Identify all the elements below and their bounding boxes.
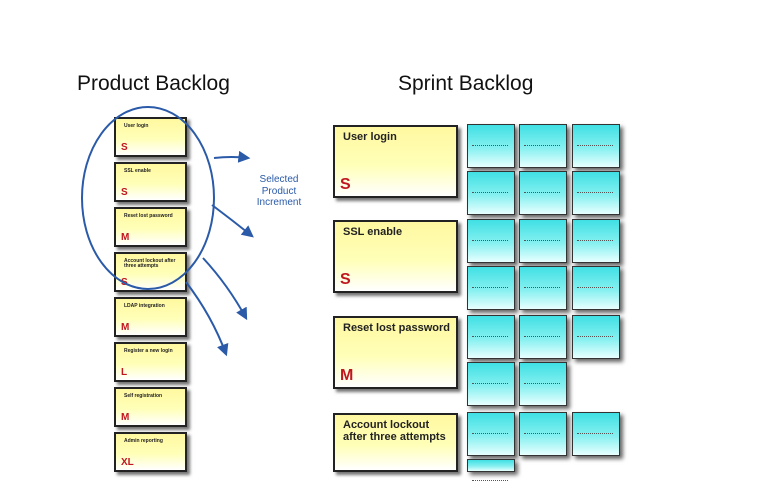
arrow [202,257,248,321]
task-card [572,219,620,263]
story-label: SSL enable [124,168,151,174]
story-size: M [121,322,130,333]
annotation-line: Product [261,185,297,197]
task-card [519,412,567,456]
task-card [519,219,567,263]
task-card [572,124,620,168]
selection-ellipse [81,106,215,290]
task-card [572,171,620,215]
story-size: S [340,176,351,193]
task-card [467,219,515,263]
product-backlog-card: SSL enable S [114,162,187,202]
story-size: S [121,142,128,153]
product-backlog-card: Register a new login L [114,342,187,382]
annotation-line: Increment [256,197,302,208]
story-label: Reset lost password [124,213,173,219]
task-card [572,315,620,359]
task-card [519,362,567,406]
story-size: M [121,412,130,423]
product-backlog-card: Self registration M [114,387,187,427]
sprint-story-card: Reset lost password M [333,316,458,389]
story-size: XL [121,457,134,468]
story-size: S [340,271,351,288]
task-card [467,412,515,456]
story-label: Account lockout after three attempts [343,419,446,443]
product-backlog-card: Admin reporting XL [114,432,187,472]
story-label: Register a new login [124,348,173,354]
task-card [519,266,567,310]
task-card [467,171,515,215]
arrow [213,150,251,163]
story-size: M [121,232,130,243]
arrow [185,281,229,357]
story-label: SSL enable [343,226,403,238]
selected-increment-annotation: Selected Product Increment [238,174,320,209]
story-label: User login [124,123,149,129]
task-card [519,315,567,359]
story-label: Self registration [124,393,163,399]
story-size: L [121,367,128,378]
sprint-story-card: SSL enable S [333,220,458,293]
task-card [572,412,620,456]
task-card [519,124,567,168]
task-card [519,171,567,215]
product-backlog-card: Reset lost password M [114,207,187,247]
story-label: Account lockout after three attempts [124,258,176,270]
story-size: M [340,367,354,384]
story-label: LDAP integration [124,303,165,309]
product-backlog-title: Product Backlog [77,72,230,95]
story-label: Admin reporting [124,438,163,444]
story-label: Reset lost password [343,322,450,334]
task-card [467,315,515,359]
sprint-story-card: Account lockout after three attempts [333,413,458,472]
story-label: User login [343,131,397,143]
task-card [467,124,515,168]
product-backlog-card: User login S [114,117,187,157]
product-backlog-card: LDAP integration M [114,297,187,337]
sprint-story-card: User login S [333,125,458,198]
arrow [211,204,254,238]
sprint-backlog-title: Sprint Backlog [398,72,534,95]
annotation-line: Selected [259,174,299,185]
task-card [467,362,515,406]
story-size: S [121,187,128,198]
task-card [467,266,515,310]
task-card [572,266,620,310]
